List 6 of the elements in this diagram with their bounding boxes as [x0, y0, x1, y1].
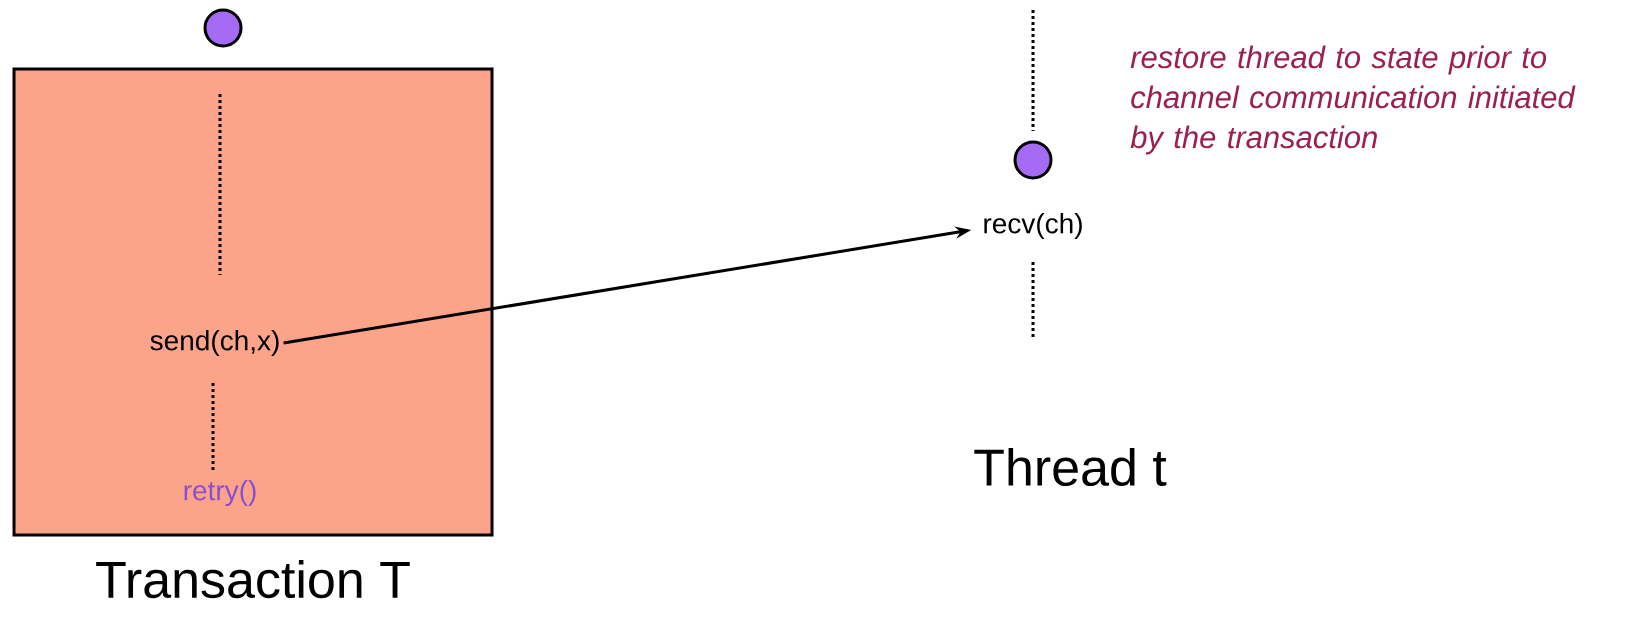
- thread-title: Thread t: [974, 447, 1167, 487]
- note-text: restore thread to state prior to channel communication initiated by the transaction: [1130, 45, 1576, 155]
- node-label: Transaction T: [96, 560, 410, 599]
- operation-label: recv(ch): [984, 212, 1082, 240]
- operation-label: send(ch,x): [150, 329, 279, 357]
- code-label: retry(): [184, 479, 256, 507]
